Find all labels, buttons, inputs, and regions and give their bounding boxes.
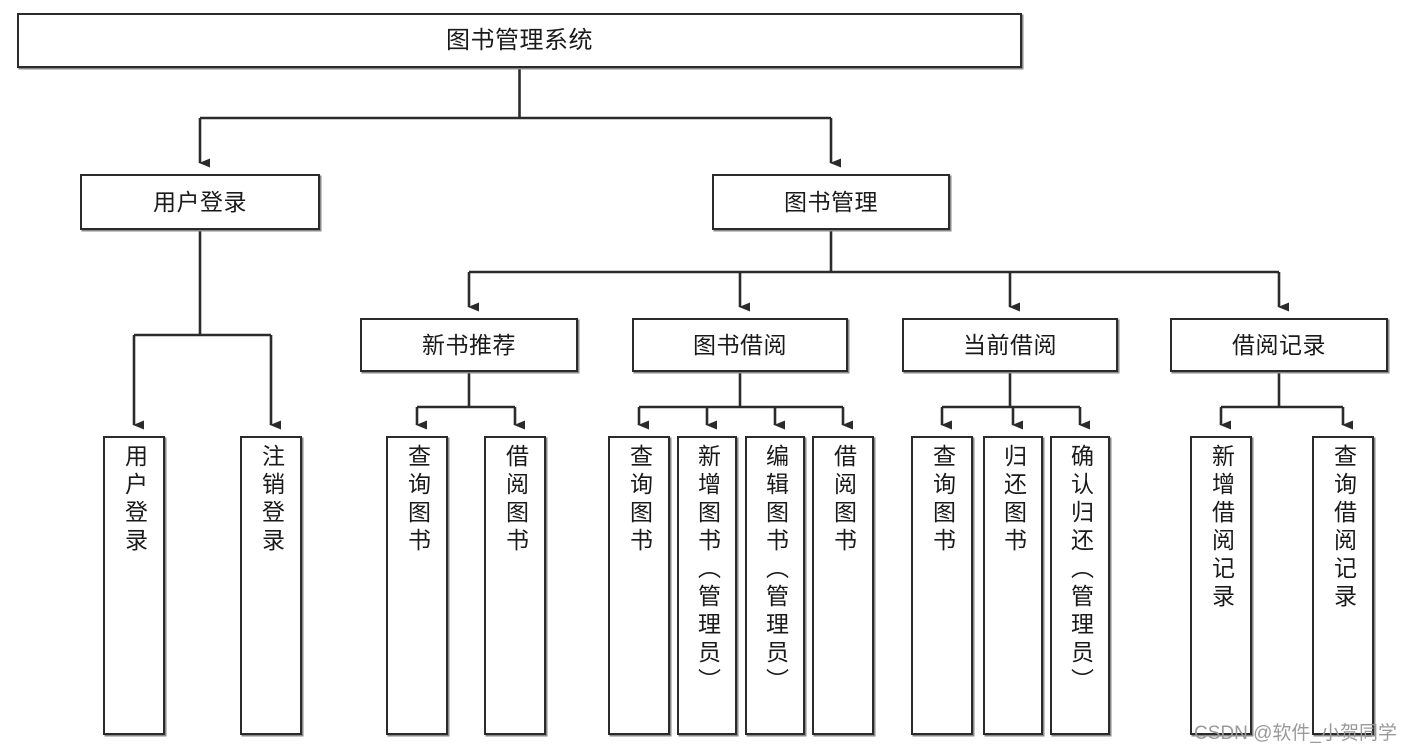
node-label-root: 图书管理系统 [446,26,593,54]
node-leaf-query-book-3[interactable]: 查询图书 [911,436,973,735]
node-label-leaf-user-login: 用户登录 [121,444,148,556]
node-current[interactable]: 当前借阅 [902,318,1118,372]
node-leaf-add-record[interactable]: 新增借阅记录 [1190,436,1252,735]
node-leaf-edit-book[interactable]: 编辑图书（管理员） [745,436,805,735]
node-bookmgmt[interactable]: 图书管理 [712,174,950,230]
node-records[interactable]: 借阅记录 [1170,318,1388,372]
node-leaf-borrow-book-2[interactable]: 借阅图书 [812,436,874,735]
node-leaf-borrow-book-1[interactable]: 借阅图书 [484,436,546,735]
node-label-leaf-edit-book: 编辑图书（管理员） [762,444,789,696]
node-leaf-return-book[interactable]: 归还图书 [983,436,1043,735]
watermark-text: CSDN @软件_小贺同学 [1194,723,1397,744]
node-root[interactable]: 图书管理系统 [17,13,1022,68]
node-label-login: 用户登录 [153,188,247,215]
node-newbook[interactable]: 新书推荐 [360,318,578,372]
node-label-leaf-query-book-2: 查询图书 [626,444,653,556]
node-label-leaf-query-book-1: 查询图书 [404,444,431,556]
node-label-leaf-user-logout: 注销登录 [258,444,285,556]
node-label-leaf-confirm-return: 确认归还（管理员） [1067,444,1094,696]
node-label-bookmgmt: 图书管理 [784,188,878,215]
node-leaf-user-login[interactable]: 用户登录 [103,436,165,735]
node-label-borrow: 图书借阅 [693,331,787,358]
node-label-leaf-borrow-book-1: 借阅图书 [502,444,529,556]
node-leaf-query-book-1[interactable]: 查询图书 [386,436,448,735]
node-leaf-confirm-return[interactable]: 确认归还（管理员） [1050,436,1110,735]
node-leaf-query-book-2[interactable]: 查询图书 [608,436,670,735]
node-leaf-user-logout[interactable]: 注销登录 [240,436,302,735]
node-label-newbook: 新书推荐 [422,331,516,358]
node-leaf-add-book[interactable]: 新增图书（管理员） [677,436,737,735]
node-label-leaf-query-record: 查询借阅记录 [1330,444,1357,612]
node-leaf-query-record[interactable]: 查询借阅记录 [1312,436,1374,735]
node-label-leaf-query-book-3: 查询图书 [929,444,956,556]
node-label-leaf-return-book: 归还图书 [1000,444,1027,556]
node-label-leaf-borrow-book-2: 借阅图书 [830,444,857,556]
node-label-records: 借阅记录 [1232,331,1326,358]
node-label-leaf-add-record: 新增借阅记录 [1208,444,1235,612]
node-login[interactable]: 用户登录 [80,174,320,230]
node-label-leaf-add-book: 新增图书（管理员） [694,444,721,696]
node-label-current: 当前借阅 [963,331,1057,358]
node-borrow[interactable]: 图书借阅 [632,318,848,372]
